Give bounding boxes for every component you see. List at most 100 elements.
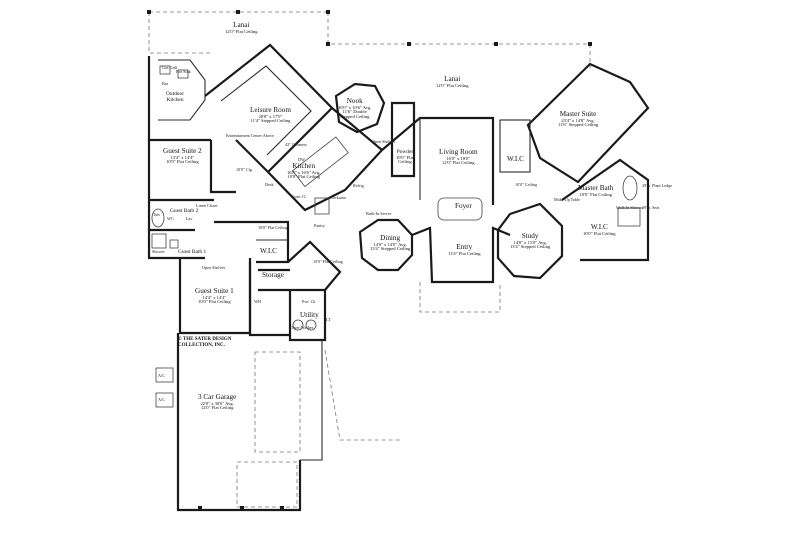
note-wh: WH — [254, 299, 261, 304]
room-dims-line: 16'0" x 18'0" — [446, 155, 471, 161]
room-name: Dining — [380, 234, 401, 242]
room-dims-line: 11'4" Stepped Ceiling — [250, 118, 291, 124]
note-ent-center: Entertainment Center Above — [226, 133, 274, 138]
room-name: Storage — [262, 271, 284, 279]
note-lt: LT — [326, 317, 331, 322]
note-tub: Tub — [153, 212, 160, 217]
room-name: Study — [521, 232, 539, 240]
garage-walls — [155, 333, 400, 512]
room-leisure: Leisure Room 20'8" x 17'0" 11'4" Stepped… — [250, 106, 291, 124]
room-dims: 12'0" Flat Ceiling — [225, 28, 258, 34]
room-master-suite: Master Suite 23'4" x 14'8" Avg. 11'6" St… — [558, 110, 598, 128]
room-dims: 12'0" Flat Ceiling — [436, 82, 469, 88]
room-nook: Nook 10'0" x 10'6" Avg. 11'6" Double Ste… — [338, 97, 372, 120]
room-guest-suite-2: Guest Suite 2 13'4" x 14'4" 10'0" Flat C… — [163, 147, 202, 165]
room-name: Kitchen — [292, 162, 316, 170]
room-guest-bath-2: Guest Bath 2 — [170, 208, 199, 215]
lanai-outline — [147, 10, 592, 68]
room-dims-line: 10'0" Flat Ceiling — [198, 299, 231, 305]
room-powder: Powder 10'0" Flat Ceiling — [396, 149, 414, 165]
room-name: Master Bath — [578, 184, 614, 192]
room-master-bath: Master Bath 10'0" Flat Ceiling — [578, 184, 614, 197]
kitchen-walls — [267, 107, 384, 215]
room-name: W.I.C — [590, 223, 608, 231]
note-ceiling-flat-1: 10'0" Flat Ceiling — [258, 225, 288, 230]
note-open-shelves: Open Shelves — [202, 265, 226, 270]
room-name: Lanai — [233, 21, 250, 29]
room-name: Outdoor Kitchen — [166, 91, 184, 103]
room-dims-line: 11'6" Double — [342, 109, 367, 115]
room-dims-line: Stepped Ceiling — [339, 114, 370, 120]
note-seat: 29"h. Seat — [642, 205, 660, 210]
foyer-dining-entry-walls — [358, 197, 511, 313]
room-guest-bath-1: Guest Bath 1 — [178, 249, 207, 256]
room-name: Guest Suite 1 — [195, 287, 234, 295]
room-kitchen: Kitchen 16'8" x 16'6" Avg. 10'0" Flat Ce… — [287, 162, 321, 180]
note-bar: Bar — [162, 81, 169, 86]
copyright-notice: © THE SATER DESIGN COLLECTION, INC. — [178, 337, 231, 350]
room-name: Leisure Room — [250, 106, 291, 114]
room-wic-master-2: W.I.C 10'0" Flat Ceiling — [583, 223, 616, 236]
room-lanai-top: Lanai 12'0" Flat Ceiling — [225, 21, 258, 34]
note-bar-sink: Bar Sink — [176, 69, 191, 74]
room-dims-line: 23'4" x 14'8" Avg. — [561, 117, 595, 123]
note-cockatoo: Cockatoo — [330, 195, 347, 200]
room-utility: Utility — [300, 311, 319, 320]
note-hall-ceiling: 10'0" Clg — [236, 167, 252, 172]
room-living: Living Room 16'0" x 18'0" 12'0" Flat Cei… — [439, 148, 478, 166]
note-ceiling-flat-2: 10'0" Flat Ceiling — [313, 259, 343, 264]
room-dims-line: 13'4" Stepped Ceiling — [510, 244, 551, 250]
copyright-line-2: COLLECTION, INC. — [178, 343, 225, 349]
room-name: Utility — [300, 311, 319, 319]
note-wc: WC — [167, 216, 174, 221]
room-storage: Storage — [262, 271, 284, 280]
note-ac-2: A/C — [158, 397, 165, 402]
nook-walls — [334, 82, 386, 134]
room-foyer: Foyer — [455, 202, 472, 211]
west-wing-walls — [147, 140, 236, 260]
room-name: Guest Bath 1 — [178, 249, 207, 255]
note-plant-ledge: 29"h. Plant Ledge — [642, 183, 673, 188]
note-shower: Shower — [152, 249, 165, 254]
note-make-up-table: Make Up Table — [554, 197, 580, 202]
note-desk: Desk — [265, 182, 274, 187]
room-dims-line: 13'4" Stepped Ceiling — [370, 246, 411, 252]
room-dims-line: 14'0" x 15'0" Avg. — [513, 239, 547, 245]
room-dims-line: 10'0" x 10'6" Avg. — [338, 104, 372, 110]
room-name: Entry — [456, 243, 473, 251]
room-name: Powder — [396, 149, 414, 155]
room-name: Guest Bath 2 — [170, 208, 199, 214]
room-dims-line: 10'0" Flat Ceiling — [287, 174, 320, 180]
note-study-ceiling: 10'0" Ceiling — [515, 182, 538, 187]
room-dims-line: 16'8" x 16'6" Avg. — [287, 169, 321, 175]
room-dims-line: 10'0" Flat — [396, 154, 414, 160]
room-dims-line: 10'0" Flat Ceiling — [166, 159, 199, 165]
note-pantry: Pantry — [314, 223, 325, 228]
note-walk-in-shower: Walk In Shower — [616, 205, 644, 210]
room-dims-line: 10'0" Flat Ceiling — [579, 191, 612, 197]
room-garage: 3 Car Garage 22'0" x 30'6" Avg. 12'0" Fl… — [198, 393, 237, 411]
room-dims-line: 14'0" x 14'0" Avg. — [373, 241, 407, 247]
living-walls — [381, 101, 495, 205]
room-dims-line: 13'4" Flat Ceiling — [448, 250, 481, 256]
room-name: Nook — [346, 97, 363, 105]
note-counters: 42" Counters — [285, 142, 308, 147]
room-dims-line: 22'0" x 30'6" Avg. — [200, 400, 234, 406]
storage-utility-walls — [248, 240, 342, 342]
room-dims-line: 13'4" x 14'4" — [170, 154, 195, 160]
room-guest-suite-1: Guest Suite 1 14'4" x 14'4" 10'0" Flat C… — [195, 287, 234, 305]
master-wing-walls — [499, 62, 650, 262]
room-name: W.I.C — [260, 247, 277, 255]
room-name: 3 Car Garage — [198, 393, 237, 401]
room-entry: Entry 13'4" Flat Ceiling — [448, 243, 481, 256]
note-lav: Lav — [186, 216, 193, 221]
room-dims-line: 12'0" Flat Ceiling — [200, 405, 234, 411]
room-name: Master Suite — [559, 110, 597, 118]
note-linen: Linen Closet — [196, 203, 218, 208]
note-gas-grill: Gas Grill — [162, 65, 178, 70]
room-name: Lanai — [444, 75, 461, 83]
note-dw: DW — [298, 157, 305, 162]
study-walls — [496, 202, 564, 280]
